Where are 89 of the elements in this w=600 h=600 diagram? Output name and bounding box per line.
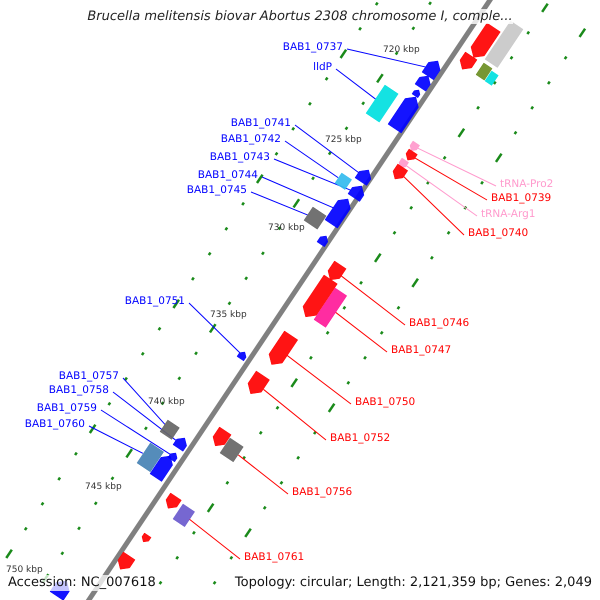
scale-label: 725 kbp <box>325 135 362 146</box>
gene-label: BAB1_0744 <box>198 168 258 182</box>
gene-feature <box>212 426 231 446</box>
leader-line <box>263 388 326 440</box>
gene-feature <box>410 141 420 151</box>
gene-feature <box>422 60 440 80</box>
gene-feature <box>150 456 173 482</box>
gene-label: BAB1_0757 <box>58 370 119 382</box>
gene-feature <box>317 236 328 247</box>
gene-label: tRNA-Pro2 <box>500 178 554 190</box>
gene-feature <box>142 533 152 542</box>
gene-label: BAB1_0760 <box>24 418 85 430</box>
gene-label: BAB1_0747 <box>391 344 452 356</box>
leader-line <box>294 124 360 174</box>
scale-label: 745 kbp <box>85 482 122 493</box>
gene-label: BAB1_0756 <box>292 486 352 498</box>
gene-feature <box>328 260 346 280</box>
gene-label: BAB1_0752 <box>330 432 390 444</box>
gene-feature <box>476 63 492 81</box>
gene-feature <box>471 22 501 57</box>
leader-line <box>286 354 352 404</box>
gene-label: BAB1_0750 <box>355 396 416 408</box>
gene-label: BAB1_0740 <box>468 226 528 240</box>
gene-feature <box>172 438 186 452</box>
gene-feature <box>136 442 164 472</box>
gene-feature <box>325 198 351 228</box>
footer-text: Topology: circular; Length: 2,121,359 bp; Genes: 2,049 <box>234 575 592 591</box>
gene-feature <box>304 206 326 230</box>
scale-label: 730 kbp <box>268 223 305 234</box>
gene-label: BAB1_0743 <box>210 150 270 164</box>
gene-feature <box>399 158 409 168</box>
leader-line <box>336 68 376 100</box>
leader-line <box>346 48 426 68</box>
gene-feature <box>220 438 244 462</box>
gene-label: BAB1_0758 <box>48 384 109 396</box>
gene-label: BAB1_0761 <box>244 550 304 564</box>
gene-feature <box>460 52 478 70</box>
gene-feature <box>412 90 420 98</box>
leader-line <box>340 275 406 326</box>
leader-line <box>403 176 464 236</box>
gene-feature <box>314 288 346 328</box>
gene-feature <box>485 70 499 86</box>
leader-line <box>262 176 334 208</box>
gene-label: BAB1_0739 <box>491 192 552 204</box>
gene-label: BAB1_0745 <box>186 184 247 196</box>
gene-feature <box>248 371 270 394</box>
leader-line <box>122 378 166 426</box>
gene-feature <box>388 97 418 134</box>
gene-label: BAB1_0751 <box>124 294 185 308</box>
gene-label: BAB1_0737 <box>282 40 343 54</box>
map-title: Brucella melitensis biovar Abortus 2308 chromosome I, comple... <box>87 9 513 24</box>
gene-feature <box>173 504 195 526</box>
leader-line <box>238 454 288 494</box>
gene-label: BAB1_0742 <box>220 132 281 146</box>
gene-feature <box>366 85 398 123</box>
gene-feature <box>268 331 298 365</box>
leader-line <box>188 518 240 560</box>
gene-label: BAB1_0759 <box>36 402 97 414</box>
leader-line <box>188 302 240 354</box>
scale-label: 735 kbp <box>210 310 247 321</box>
gene-feature <box>160 420 180 440</box>
leader-line <box>100 410 171 455</box>
gene-label: lldP <box>313 60 332 74</box>
gene-feature <box>414 76 430 92</box>
gene-feature <box>393 164 408 179</box>
gene-label: BAB1_0746 <box>409 316 470 330</box>
gene-label: BAB1_0741 <box>230 116 291 130</box>
leader-line <box>414 157 488 200</box>
gene-feature <box>302 274 338 317</box>
gene-feature <box>334 172 352 190</box>
leader-line <box>334 312 388 352</box>
scale-label: 740 kbp <box>148 397 185 408</box>
gene-feature <box>118 552 136 570</box>
leader-line <box>250 192 308 216</box>
leader-line <box>417 148 496 186</box>
gene-feature <box>166 492 182 508</box>
footer-text: Accession: NC_007618 <box>8 575 156 591</box>
leader-line <box>284 140 339 178</box>
leader-line <box>112 392 176 441</box>
gene-feature <box>348 186 364 202</box>
gene-feature <box>355 170 372 186</box>
gene-label: tRNA-Arg1 <box>481 208 536 220</box>
leader-line <box>88 426 144 454</box>
scale-label: 720 kbp <box>383 45 420 56</box>
gene-feature <box>406 149 417 160</box>
gene-feature <box>237 352 247 361</box>
scale-label: 750 kbp <box>6 565 43 576</box>
leader-line <box>274 158 352 191</box>
leader-line <box>406 165 478 216</box>
